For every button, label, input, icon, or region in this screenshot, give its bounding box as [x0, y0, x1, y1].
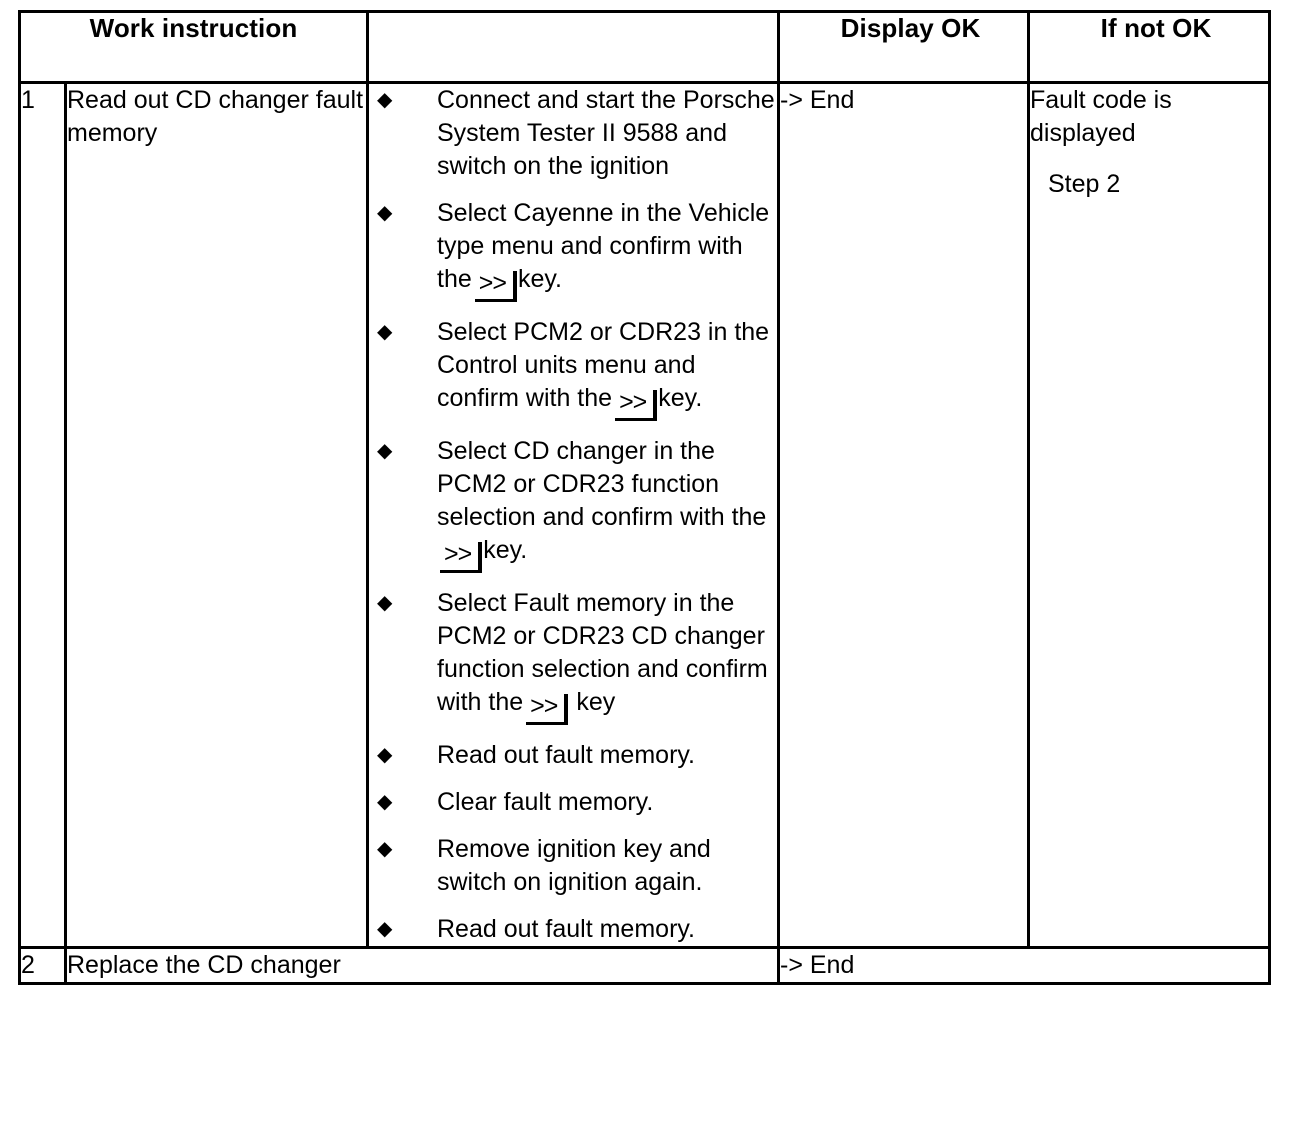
row-display-ok: -> End [777, 946, 1271, 985]
list-item: ◆ Read out fault memory. [369, 739, 777, 772]
step-text: Read out fault memory. [437, 915, 695, 943]
header-detail-spacer [366, 10, 780, 84]
table-header: Work instruction Display OK If not OK [18, 10, 1271, 84]
row-steps-cell: ◆ Connect and start the Porsche System Te… [366, 81, 780, 949]
step-text: Read out fault memory. [437, 741, 695, 769]
work-instruction-table: Work instruction Display OK If not OK 1 … [18, 10, 1271, 985]
step-text: Connect and start the Porsche System Tes… [437, 86, 775, 180]
list-item: ◆ Read out fault memory. [369, 913, 777, 946]
diamond-bullet-icon: ◆ [377, 202, 393, 224]
diamond-bullet-icon: ◆ [377, 592, 393, 614]
list-item: ◆ Select Cayenne in the Vehicle type menu… [369, 197, 777, 302]
step-text: Select PCM2 or CDR23 in the Control unit… [437, 318, 770, 412]
diamond-bullet-icon: ◆ [377, 89, 393, 111]
step-text: Select Fault memory in the PCM2 or CDR23… [437, 589, 768, 716]
fast-forward-key-icon: >> [474, 271, 517, 302]
row-display-ok: -> End [777, 81, 1030, 949]
step-text: Select CD changer in the PCM2 or CDR23 f… [437, 437, 767, 531]
diamond-bullet-icon: ◆ [377, 838, 393, 860]
row-number: 2 [18, 946, 67, 985]
step-text-after: key. [483, 536, 528, 564]
list-item: ◆ Clear fault memory. [369, 786, 777, 819]
list-item: ◆ Select CD changer in the PCM2 or CDR23 … [369, 435, 777, 573]
diamond-bullet-icon: ◆ [377, 440, 393, 462]
list-item: ◆ Select PCM2 or CDR23 in the Control uni… [369, 316, 777, 421]
step-text-after: key. [517, 265, 562, 293]
table-body: 1 Read out CD changer fault memory ◆ Conn… [18, 81, 1271, 985]
list-item: ◆ Connect and start the Porsche System Te… [369, 84, 777, 183]
table-row: 1 Read out CD changer fault memory ◆ Conn… [18, 81, 1271, 949]
step-text: Remove ignition key and switch on igniti… [437, 835, 711, 896]
header-if-not-ok: If not OK [1027, 10, 1271, 84]
row-task-description: Replace the CD changer [64, 946, 780, 985]
diamond-bullet-icon: ◆ [377, 918, 393, 940]
list-item: ◆ Remove ignition key and switch on ignit… [369, 833, 777, 899]
diamond-bullet-icon: ◆ [377, 321, 393, 343]
fast-forward-key-icon: >> [615, 390, 658, 421]
step-text-after: key [576, 688, 616, 716]
step-list: ◆ Connect and start the Porsche System Te… [369, 84, 777, 946]
fast-forward-key-icon: >> [526, 694, 569, 725]
row-number: 1 [18, 81, 67, 949]
step-text: Select Cayenne in the Vehicle type menu … [437, 199, 770, 293]
step-text: Clear fault memory. [437, 788, 654, 816]
row-task-description: Read out CD changer fault memory [64, 81, 369, 949]
header-work-instruction: Work instruction [18, 10, 369, 84]
if-not-ok-next-step: Step 2 [1048, 170, 1121, 198]
table-header-row: Work instruction Display OK If not OK [18, 10, 1271, 84]
if-not-ok-text: Fault code is displayed [1030, 86, 1172, 147]
diamond-bullet-icon: ◆ [377, 744, 393, 766]
fast-forward-key-icon: >> [440, 542, 483, 573]
header-display-ok: Display OK [777, 10, 1030, 84]
diamond-bullet-icon: ◆ [377, 791, 393, 813]
table-row: 2 Replace the CD changer -> End [18, 946, 1271, 985]
step-text-after: key. [658, 384, 703, 412]
row-if-not-ok: Fault code is displayed Step 2 [1027, 81, 1271, 949]
list-item: ◆ Select Fault memory in the PCM2 or CDR2… [369, 587, 777, 725]
